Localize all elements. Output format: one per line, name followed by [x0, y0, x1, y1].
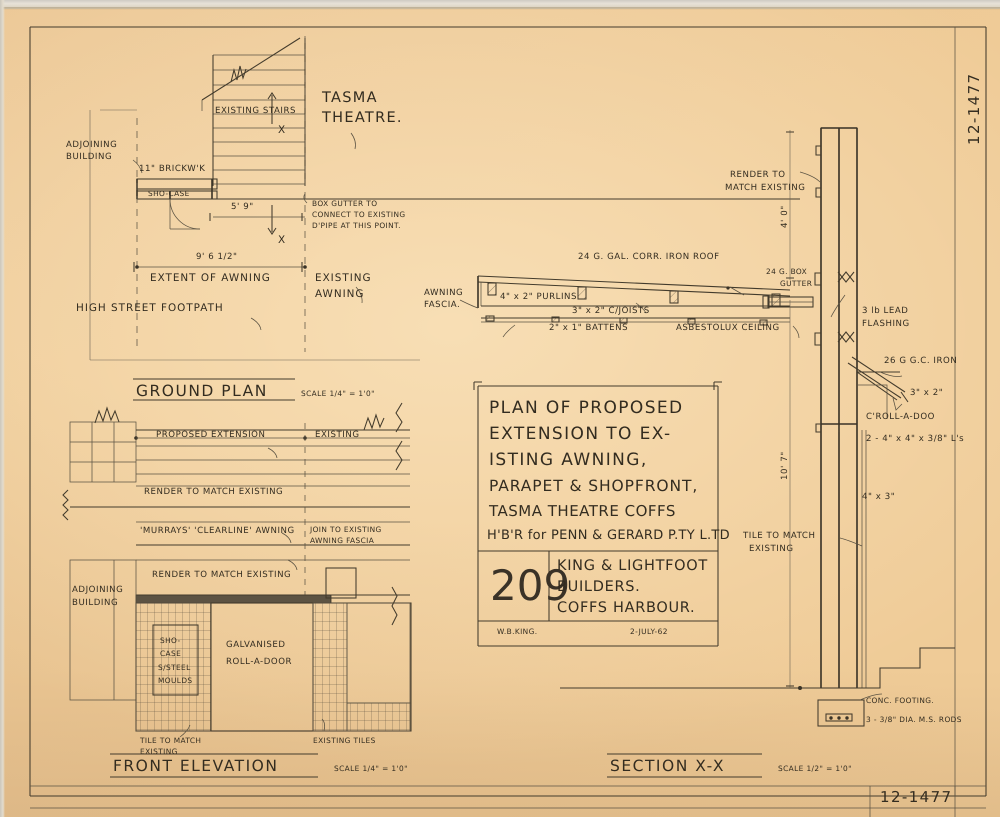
label-angles: 2 - 4" x 4" x 3/8" L's [866, 434, 965, 444]
label-existing-elev: EXISTING [315, 430, 360, 440]
scan-edge-left [0, 0, 5, 817]
label-join-existing-1: JOIN TO EXISTING [310, 525, 382, 534]
dim-awning-offset: 5' 9" [231, 202, 254, 212]
view-scale-ground-plan: SCALE 1/4" = 1'0" [301, 389, 375, 398]
label-adjoining-building-plan-1: ADJOINING [66, 140, 118, 150]
dim-overall-height: 10' 7" [780, 451, 790, 480]
title-block-line-6: H'B'R for PENN & GERARD P.TY L.TD [487, 528, 730, 543]
drawing-date: 2-JULY-62 [630, 627, 668, 636]
label-ms-rods: 3 - 3/8" DIA. M.S. RODS [866, 715, 962, 724]
label-existing-awning-1: EXISTING [315, 272, 372, 284]
label-gc-iron: 26 G G.C. IRON [884, 356, 958, 366]
sheet-border [29, 26, 987, 817]
label-join-existing-2: AWNING FASCIA [310, 536, 375, 545]
label-tile-match-existing-1: TILE TO MATCH [140, 736, 202, 745]
label-showcase-3: S/STEEL [158, 663, 191, 672]
section-mark-x-top: X [278, 124, 287, 136]
label-render-match-existing-2: RENDER TO MATCH EXISTING [152, 570, 292, 580]
view-scale-section: SCALE 1/2" = 1'0" [778, 764, 852, 773]
label-tile-match-existing-2: EXISTING [140, 747, 178, 756]
note-box-gutter-line2: CONNECT TO EXISTING [312, 210, 406, 219]
job-number: 209 [490, 561, 571, 610]
label-existing-awning-2: AWNING [315, 288, 365, 300]
label-existing-tiles: EXISTING TILES [313, 736, 376, 745]
label-tile-match-existing-section-2: EXISTING [749, 544, 794, 554]
ground-plan-building-name-line2: THEATRE. [322, 110, 403, 126]
label-extent-of-awning: EXTENT OF AWNING [150, 272, 271, 284]
label-box-gutter-2: GUTTER [780, 279, 813, 288]
drawing-number-right-edge: 12-1477 [965, 72, 983, 145]
label-galvanised: GALVANISED [226, 640, 286, 650]
title-block-line-5: TASMA THEATRE COFFS [489, 502, 676, 520]
title-block-line-4: PARAPET & SHOPFRONT, [489, 477, 699, 495]
label-render-match-existing-1: RENDER TO MATCH EXISTING [144, 487, 284, 497]
view-title-front-elevation: FRONT ELEVATION [113, 757, 279, 775]
title-block-frame [473, 381, 722, 647]
title-block-line-3: ISTING AWNING, [489, 450, 648, 470]
section-geometry [459, 127, 955, 778]
drawing-number-bottom: 12-1477 [880, 788, 953, 806]
label-awning-fascia-1: AWNING [424, 288, 464, 298]
scan-edge-top [0, 0, 1000, 10]
label-adjoining-building-elev-2: BUILDING [72, 598, 119, 608]
section-mark-x-bottom: X [278, 234, 287, 246]
label-lead-flashing-2: FLASHING [862, 319, 910, 329]
label-asbestolux-ceiling: ASBESTOLUX CEILING [676, 323, 780, 333]
dim-extent-of-awning: 9' 6 1/2" [196, 252, 238, 262]
label-render-match-existing-section-1: RENDER TO [730, 170, 786, 180]
label-battens: 2" x 1" BATTENS [549, 323, 629, 333]
label-adjoining-building-elev-1: ADJOINING [72, 585, 124, 595]
label-awning-fascia-2: FASCIA. [424, 300, 461, 310]
label-showcase-1: SHO- [160, 636, 181, 645]
view-title-section: SECTION X-X [610, 757, 726, 775]
label-brickwork: 11" BRICKW'K [139, 164, 206, 174]
label-murrays-clearline-awning: 'MURRAYS' 'CLEARLINE' AWNING [140, 526, 295, 536]
label-proposed-extension: PROPOSED EXTENSION [156, 430, 266, 440]
label-high-street-footpath: HIGH STREET FOOTPATH [76, 302, 224, 314]
note-box-gutter-line1: BOX GUTTER TO [312, 199, 378, 208]
title-block-line-1: PLAN OF PROPOSED [489, 398, 684, 418]
builder-line-2: BUILDERS. [557, 579, 641, 595]
builder-line-3: COFFS HARBOUR. [557, 600, 696, 616]
label-conc-footing: CONC. FOOTING. [866, 696, 935, 705]
front-elevation-geometry [62, 402, 412, 778]
label-showcase-2: CASE [160, 649, 182, 658]
view-title-ground-plan: GROUND PLAN [136, 382, 268, 400]
label-lead-flashing-1: 3 lb LEAD [862, 306, 909, 316]
drafter-name: W.B.KING. [497, 627, 538, 636]
label-showcase-4: MOULDS [158, 676, 193, 685]
label-existing-stairs: EXISTING STAIRS [215, 106, 297, 116]
label-4x3: 4" x 3" [862, 492, 896, 502]
label-roll-a-door: ROLL-A-DOOR [226, 657, 293, 667]
label-3x2: 3" x 2" [910, 388, 944, 398]
label-gal-corr-iron-roof: 24 G. GAL. CORR. IRON ROOF [578, 252, 720, 262]
title-block-line-2: EXTENSION TO EX- [489, 424, 672, 444]
label-box-gutter-1: 24 G. BOX [766, 267, 808, 276]
view-scale-front-elevation: SCALE 1/4" = 1'0" [334, 764, 408, 773]
label-c-joists: 3" x 2" C/JOISTS [572, 306, 650, 316]
note-box-gutter-line3: D'PIPE AT THIS POINT. [312, 221, 401, 230]
label-c-roll-a-doo: C'ROLL-A-DOO [866, 412, 935, 422]
ground-plan-geometry [89, 36, 800, 401]
ground-plan-building-name-line1: TASMA [322, 90, 378, 106]
builder-line-1: KING & LIGHTFOOT [557, 558, 708, 574]
dim-parapet-height: 4' 0" [780, 205, 790, 228]
label-adjoining-building-plan-2: BUILDING [66, 152, 113, 162]
label-tile-match-existing-section-1: TILE TO MATCH [743, 531, 816, 541]
label-showcase-plan: SHO-CASE [148, 189, 190, 198]
label-purlins: 4" x 2" PURLINS [500, 292, 578, 302]
label-render-match-existing-section-2: MATCH EXISTING [725, 183, 806, 193]
